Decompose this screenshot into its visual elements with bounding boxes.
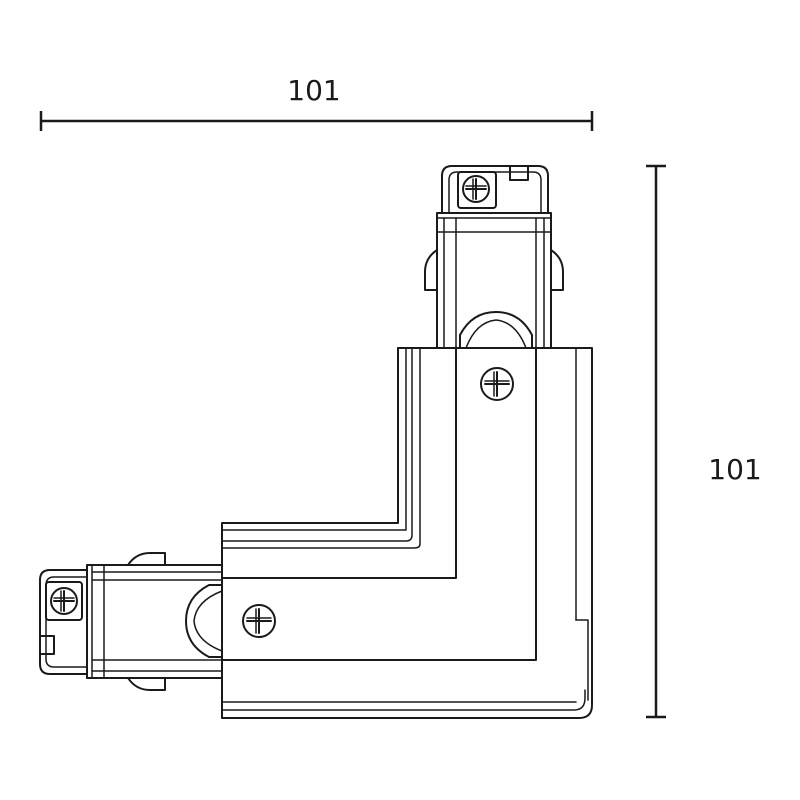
body-flange-line-3 bbox=[221, 347, 421, 549]
top-connector-clip-right bbox=[550, 249, 564, 291]
left-connector-head bbox=[39, 569, 88, 675]
top-connector bbox=[424, 165, 564, 349]
height-dimension-label: 101 bbox=[708, 453, 761, 486]
left-connector-housing bbox=[86, 564, 223, 679]
top-connector-clip-left bbox=[424, 249, 438, 291]
l-connector-body bbox=[221, 347, 593, 719]
left-connector-clip-top bbox=[127, 552, 166, 566]
body-right-notch bbox=[575, 619, 589, 701]
left-connector bbox=[39, 552, 223, 691]
body-flange-line-2 bbox=[221, 347, 413, 542]
body-flange-line-1 bbox=[221, 347, 407, 531]
screw-icon bbox=[242, 604, 276, 638]
body-outer-outline bbox=[221, 347, 593, 719]
top-connector-slot bbox=[509, 165, 529, 181]
body-inner-channel-outer bbox=[221, 347, 457, 579]
body-inner-channel-inner bbox=[221, 347, 537, 661]
height-dimension: 101 bbox=[646, 164, 762, 719]
screw-icon bbox=[480, 367, 514, 401]
top-connector-arch bbox=[459, 311, 533, 349]
body-bottom-edge-line-2 bbox=[221, 689, 586, 711]
top-connector-head bbox=[441, 165, 549, 214]
width-dimension-label: 101 bbox=[287, 74, 340, 107]
left-connector-slot bbox=[39, 635, 55, 655]
top-connector-housing bbox=[436, 212, 552, 349]
left-connector-clip-bottom bbox=[127, 677, 166, 691]
left-connector-arch bbox=[185, 584, 223, 658]
width-dimension: 101 bbox=[39, 74, 594, 131]
